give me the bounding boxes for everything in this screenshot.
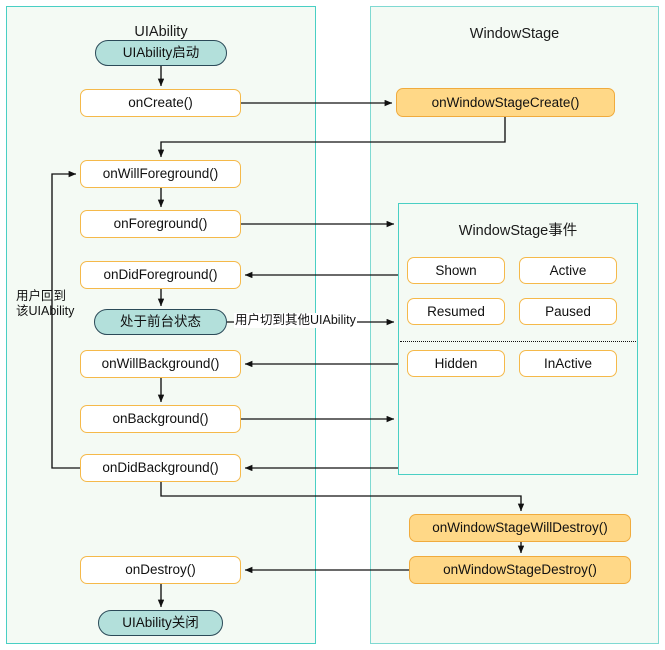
edge-label-return-to-uiability: 用户回到 该UIAbility [16, 289, 74, 319]
node-onbackground[interactable]: onBackground() [80, 405, 241, 433]
event-tag-active[interactable]: Active [519, 257, 617, 284]
node-onwindowstagecreate[interactable]: onWindowStageCreate() [396, 88, 615, 117]
event-tag-hidden[interactable]: Hidden [407, 350, 505, 377]
event-tag-inactive[interactable]: InActive [519, 350, 617, 377]
node-ondidforeground[interactable]: onDidForeground() [80, 261, 241, 289]
events-divider [400, 341, 636, 342]
windowstage-events-box [398, 203, 638, 475]
node-oncreate[interactable]: onCreate() [80, 89, 241, 117]
windowstage-events-title: WindowStage事件 [458, 223, 578, 239]
node-uiability-close[interactable]: UIAbility关闭 [98, 610, 223, 636]
panel-windowstage-title: WindowStage [469, 26, 560, 42]
node-foreground-state[interactable]: 处于前台状态 [94, 309, 227, 335]
node-onwindowstagewilldestroy[interactable]: onWindowStageWillDestroy() [409, 514, 631, 542]
node-ondidbackground[interactable]: onDidBackground() [80, 454, 241, 482]
node-onwindowstagedestroy[interactable]: onWindowStageDestroy() [409, 556, 631, 584]
node-onforeground[interactable]: onForeground() [80, 210, 241, 238]
node-onwillbackground[interactable]: onWillBackground() [80, 350, 241, 378]
edge-label-return-line1: 用户回到 [16, 289, 67, 303]
edge-label-return-line2: 该UIAbility [16, 304, 75, 318]
panel-uiability-title: UIAbility [134, 24, 188, 40]
node-uiability-start[interactable]: UIAbility启动 [95, 40, 227, 66]
node-onwillforeground[interactable]: onWillForeground() [80, 160, 241, 188]
event-tag-resumed[interactable]: Resumed [407, 298, 505, 325]
event-tag-shown[interactable]: Shown [407, 257, 505, 284]
node-ondestroy[interactable]: onDestroy() [80, 556, 241, 584]
event-tag-paused[interactable]: Paused [519, 298, 617, 325]
edge-label-switch-to-other-uiability: 用户切到其他UIAbility [234, 313, 357, 328]
